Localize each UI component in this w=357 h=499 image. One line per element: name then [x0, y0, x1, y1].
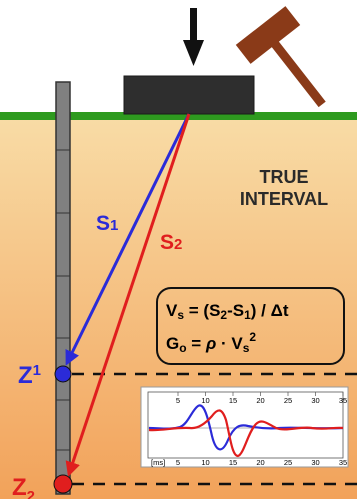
- bottom-tick-label: 20: [256, 458, 264, 467]
- s2-label: S2: [160, 231, 182, 254]
- bottom-tick-label: 25: [284, 458, 292, 467]
- seismogram-trace-red: [148, 409, 344, 458]
- top-tick-label: 30: [311, 396, 319, 405]
- top-tick-label: 15: [229, 396, 237, 405]
- go-formula: Go = ρ · Vs2: [166, 330, 256, 355]
- top-tick-label: 20: [256, 396, 264, 405]
- top-tick-label: 35: [339, 396, 347, 405]
- source-plate: [123, 75, 255, 115]
- bottom-tick-label: 35: [339, 458, 347, 467]
- bottom-tick-label: 30: [311, 458, 319, 467]
- down-arrow-icon: [183, 8, 204, 66]
- s1-label: S1: [96, 212, 118, 235]
- vs-formula: Vs = (S2-S1) / Δt: [166, 301, 289, 322]
- z2-label: Z2: [12, 474, 35, 499]
- bottom-tick-label: 15: [229, 458, 237, 467]
- ground-surface: [0, 112, 357, 120]
- formula-box: [156, 287, 345, 365]
- sledgehammer-icon: [235, 6, 326, 108]
- z2-receiver: [53, 474, 73, 494]
- top-tick-label: 10: [201, 396, 209, 405]
- s1-ray: [65, 113, 191, 366]
- bottom-tick-label: 5: [176, 458, 180, 467]
- top-tick-label: 25: [284, 396, 292, 405]
- top-tick-label: 5: [176, 396, 180, 405]
- seismogram-panel: 5 10 15 20 25 30 35 5 10 15 20 25 30 35 [ms]: [140, 386, 349, 468]
- heading-line1: TRUE: [260, 167, 309, 187]
- s2-ray: [65, 113, 191, 477]
- borehole: [55, 81, 71, 495]
- seismogram-ticks: 5 10 15 20 25 30 35 5 10 15 20 25 30 35: [176, 392, 347, 467]
- bottom-tick-label: 10: [201, 458, 209, 467]
- heading-line2: INTERVAL: [240, 189, 328, 209]
- z1-receiver: [54, 365, 72, 383]
- z1-label: Z1: [18, 362, 41, 389]
- seismogram-unit-label: [ms]: [151, 458, 165, 467]
